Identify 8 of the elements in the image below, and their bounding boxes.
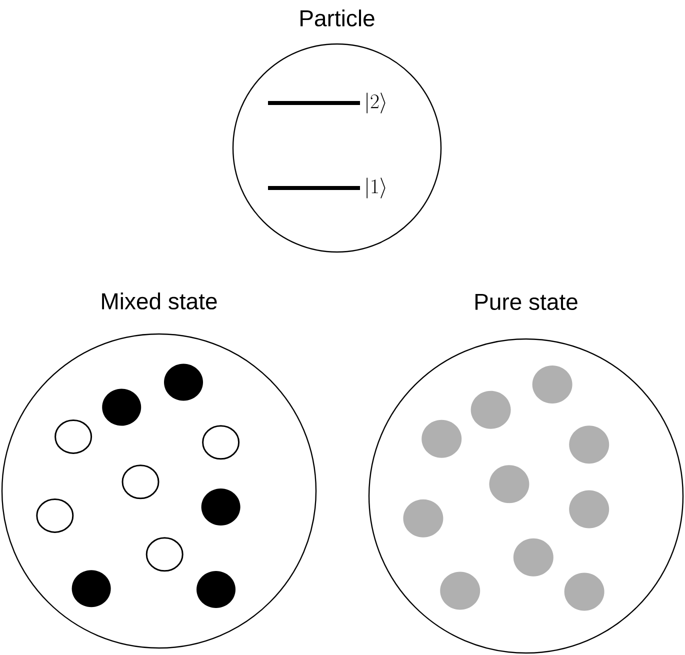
heading: Pure state	[475, 294, 578, 310]
ket-label: $|2\rangle$	[366, 92, 386, 114]
state-circle	[368, 338, 684, 654]
state-circle	[232, 43, 442, 253]
heading: Particle	[300, 10, 374, 26]
ket-label: $|1\rangle$	[366, 178, 386, 198]
heading: Mixed state	[102, 292, 217, 310]
state-circle	[1, 333, 317, 649]
